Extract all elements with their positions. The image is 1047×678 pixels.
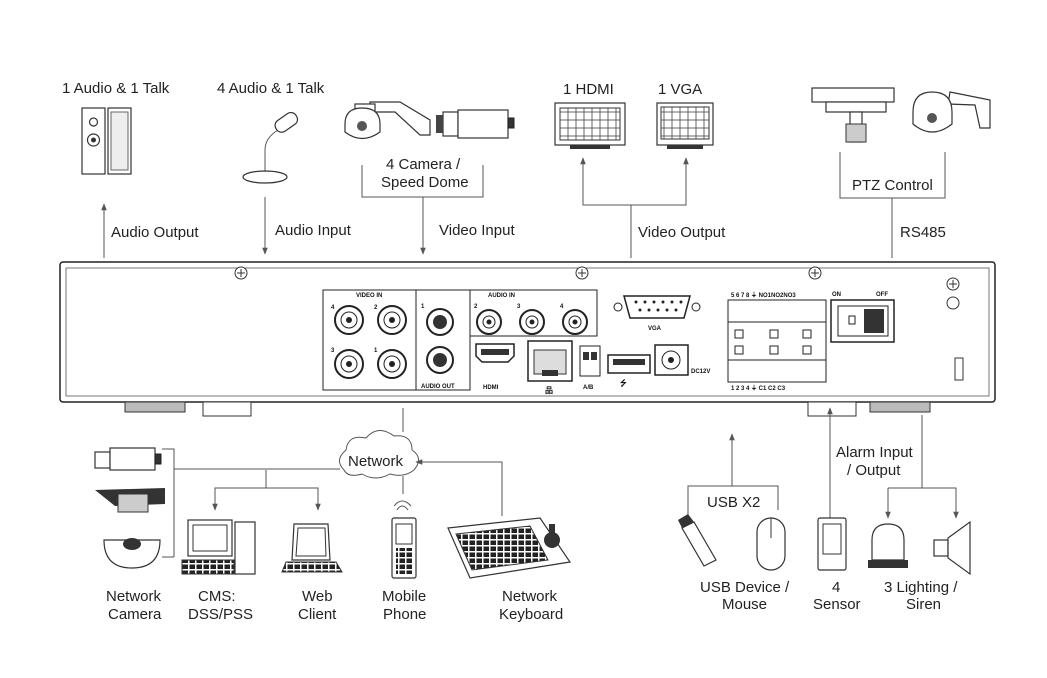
audio-in-4[interactable] [562, 309, 588, 335]
usb-port[interactable] [607, 354, 651, 374]
video-in-bnc-4[interactable] [334, 305, 364, 335]
ptz-bracket [839, 152, 946, 199]
svg-text:⭍: ⭍ [620, 378, 627, 388]
panel-off: OFF [876, 292, 888, 298]
microphone-icon [242, 111, 299, 184]
ethernet-port[interactable] [527, 340, 573, 382]
panel-audio-in: AUDIO IN [488, 293, 515, 299]
label-hdmi: 1 HDMI [563, 81, 614, 98]
video-output-bracket [582, 160, 687, 206]
panel-on: ON [832, 292, 841, 298]
label-audio-talk-4: 4 Audio & 1 Talk [217, 80, 325, 97]
sensor-icon [817, 517, 847, 571]
laptop-icon [281, 523, 343, 573]
label-lighting-1: 3 Lighting / [884, 579, 958, 596]
svg-text:3: 3 [331, 348, 335, 354]
label-mobile-2: Phone [383, 606, 426, 623]
svg-text:2: 2 [474, 304, 478, 310]
vga-port[interactable] [613, 295, 701, 319]
dc-power-port[interactable] [654, 344, 689, 376]
panel-ab: A/B [583, 385, 594, 391]
network-keyboard-icon [447, 517, 572, 579]
talk-rca-port[interactable] [426, 308, 454, 336]
label-alarm-2: / Output [847, 462, 901, 479]
panel-dc12v: DC12V [691, 369, 710, 375]
label-alarm-1: Alarm Input [836, 444, 914, 461]
label-lighting-2: Siren [906, 596, 941, 613]
hdmi-monitor-icon [554, 102, 626, 149]
label-cms-2: DSS/PSS [188, 606, 253, 623]
label-web-1: Web [302, 588, 333, 605]
audio-in-3[interactable] [519, 309, 545, 335]
label-usb-device-2: Mouse [722, 596, 767, 613]
usb-flash-drive-icon [678, 514, 717, 567]
label-sensor-1: 4 [832, 579, 840, 596]
label-sensor-2: Sensor [813, 596, 861, 613]
mobile-phone-icon [391, 500, 417, 579]
label-rs485: RS485 [900, 224, 946, 241]
panel-hdmi: HDMI [483, 385, 499, 391]
audio-out-rca-port[interactable] [426, 346, 454, 374]
label-web-2: Client [298, 606, 337, 623]
ptz-camera-icon [811, 87, 895, 143]
audio-in-2[interactable] [476, 309, 502, 335]
video-in-bnc-2[interactable] [377, 305, 407, 335]
svg-text:4: 4 [331, 305, 335, 311]
label-camera-line2: Speed Dome [381, 174, 469, 191]
label-camera-line1: 4 Camera / [386, 156, 461, 173]
mouse-icon [756, 517, 786, 571]
speaker-icon [81, 107, 132, 175]
label-video-output: Video Output [638, 224, 726, 241]
network-camera-link [162, 448, 340, 470]
label-keyboard-1: Network [502, 588, 558, 605]
panel-vga: VGA [648, 326, 662, 332]
label-network-camera-1: Network [106, 588, 162, 605]
label-vga: 1 VGA [658, 81, 702, 98]
label-video-input: Video Input [439, 222, 515, 239]
label-usb-device-1: USB Device / [700, 579, 790, 596]
vga-monitor-icon [656, 102, 714, 149]
speed-dome-icon [344, 101, 431, 140]
box-camera-icon [436, 109, 515, 139]
panel-audio-out: AUDIO OUT [421, 384, 455, 390]
warning-light-icon [868, 523, 908, 568]
panel-alarm-bottom: 1 2 3 4 ⏚ C1 C2 C3 [731, 385, 786, 392]
label-audio-input: Audio Input [275, 222, 352, 239]
label-audio-talk-1: 1 Audio & 1 Talk [62, 80, 170, 97]
svg-text:1: 1 [374, 348, 378, 354]
network-cloud-icon [339, 430, 419, 479]
hdmi-port[interactable] [475, 343, 515, 363]
label-keyboard-2: Keyboard [499, 606, 563, 623]
label-network-camera-2: Camera [108, 606, 162, 623]
cms-pc-icon [181, 519, 256, 575]
siren-icon [933, 520, 971, 576]
label-mobile-1: Mobile [382, 588, 426, 605]
label-usb-x2: USB X2 [707, 494, 760, 511]
label-ptz-control: PTZ Control [852, 177, 933, 194]
speed-dome-right-icon [912, 91, 991, 133]
label-audio-output: Audio Output [111, 224, 199, 241]
svg-text:1: 1 [421, 304, 425, 310]
svg-text:2: 2 [374, 305, 378, 311]
svg-text:4: 4 [560, 304, 564, 310]
video-in-bnc-1[interactable] [377, 349, 407, 379]
panel-video-in: VIDEO IN [356, 293, 382, 299]
label-cms-1: CMS: [198, 588, 236, 605]
svg-text:品: 品 [545, 386, 553, 395]
alarm-terminal-block[interactable] [727, 299, 827, 383]
panel-alarm-top: 5 6 7 8 ⏚ NO1NO2NO3 [731, 292, 796, 299]
video-in-bnc-3[interactable] [334, 349, 364, 379]
rs485-terminal[interactable] [579, 345, 601, 377]
label-network: Network [348, 453, 404, 470]
power-switch[interactable] [830, 299, 895, 343]
network-camera-icon [94, 447, 165, 569]
svg-text:3: 3 [517, 304, 521, 310]
dvr-rear-panel: VIDEO IN 4 2 3 1 1 AUDIO OUT AUDIO IN 2 … [59, 261, 996, 417]
